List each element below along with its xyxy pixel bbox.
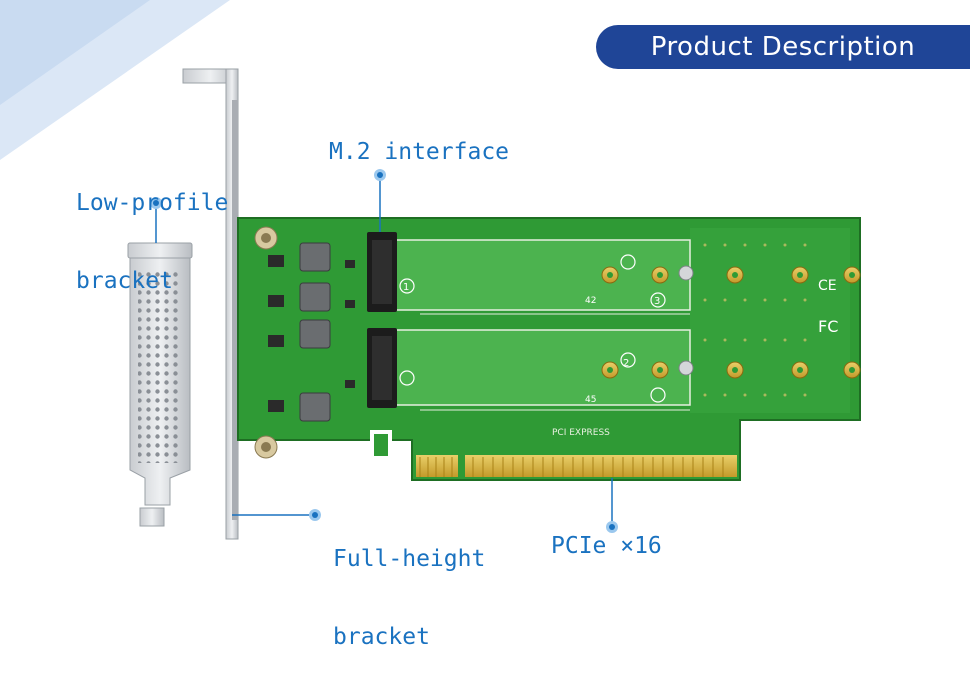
full-height-label-line2: bracket (333, 624, 430, 650)
m2-dot (377, 172, 383, 178)
pci-express-logo: PCI EXPRESS (552, 428, 610, 438)
banner-title: Product Description (650, 32, 916, 62)
low-profile-bracket-label: Low-profile bracket (76, 138, 228, 320)
low-profile-label-line2: bracket (76, 268, 173, 294)
full-height-bracket (182, 68, 239, 540)
low-profile-bracket (127, 242, 193, 527)
pcie-x16-label: PCIe ×16 (551, 533, 662, 559)
low-profile-dot (153, 200, 159, 206)
ce-mark: CE (818, 278, 837, 294)
full-height-label-line1: Full-height (333, 546, 486, 572)
slot-number-3: 3 (654, 296, 660, 307)
slot-number-2: 2 (623, 358, 629, 369)
corner-decoration (0, 0, 230, 160)
standoff-label-45: 45 (585, 395, 596, 405)
pcb-board (237, 217, 861, 481)
pcie-dot (609, 524, 615, 530)
fcc-mark: FC (818, 317, 838, 336)
product-description-banner: Product Description (596, 25, 970, 69)
product-illustration: PCI EXPRESS 1 2 3 42 45 FC CE (127, 68, 861, 540)
m2-interface-label: M.2 interface (329, 139, 510, 165)
standoff-label-42: 42 (585, 296, 596, 306)
full-height-dot (312, 512, 318, 518)
low-profile-label-line1: Low-profile (76, 190, 229, 216)
slot-number-1: 1 (403, 282, 409, 293)
full-height-bracket-label: Full-height bracket (333, 494, 485, 676)
